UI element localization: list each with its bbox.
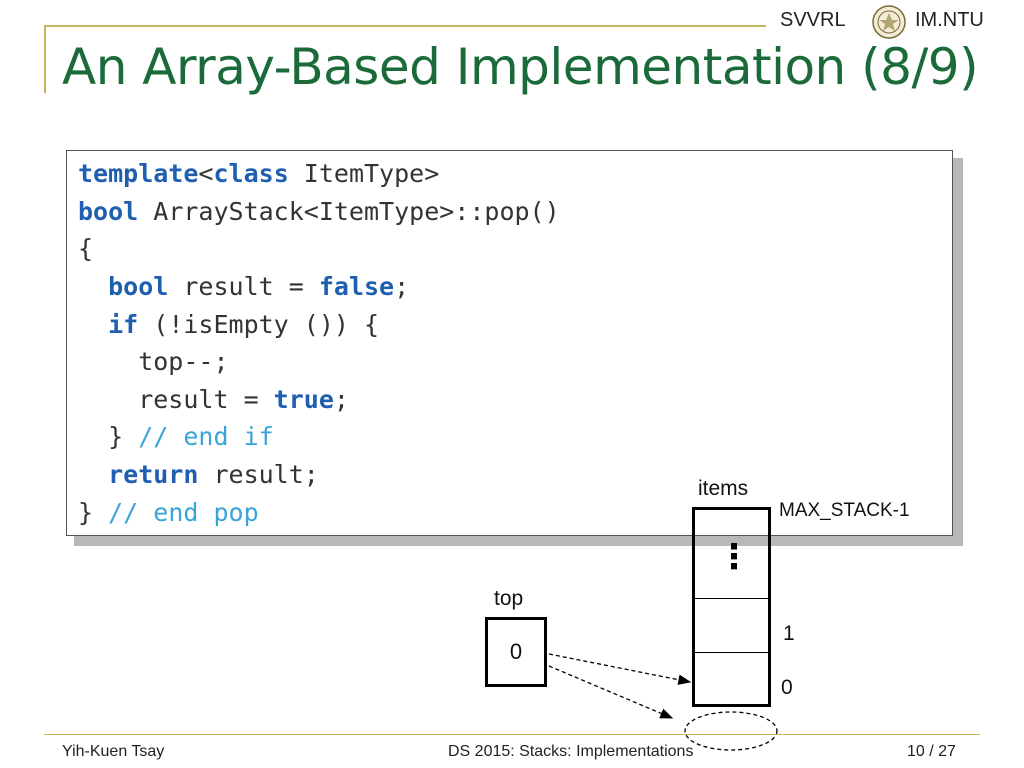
code-keyword: template [78,159,199,188]
arrow-to-index-0 [548,653,692,685]
code-keyword: if [108,310,139,339]
footer-page-number: 10 / 27 [907,743,956,760]
code-keyword: bool [108,272,169,301]
index-0-label: 0 [781,676,793,699]
code-text: ; [394,272,410,301]
footer-course: DS 2015: Stacks: Implementations [448,743,694,760]
code-comment: // end if [138,422,274,451]
code-line: bool result = false; [78,273,409,301]
code-line: return result; [78,461,319,489]
code-keyword: true [273,385,334,414]
code-text: top--; [78,347,229,376]
page-current: 10 [907,743,925,760]
code-text: result = [78,385,274,414]
header-rule [44,25,766,27]
array-divider-1 [692,598,771,599]
code-line: result = true; [78,386,349,414]
code-text: result = [168,272,319,301]
code-line: bool ArrayStack<ItemType>::pop() [78,198,560,226]
ntu-seal-icon [872,5,906,39]
footer-rule [44,734,980,735]
code-comment: // end pop [108,498,259,527]
index-1-label: 1 [783,622,795,645]
code-text: < [198,159,214,188]
code-keyword: bool [78,197,139,226]
code-keyword: class [213,159,289,188]
footer-author: Yih-Kuen Tsay [62,743,165,760]
header-vertical-rule [44,25,46,93]
max-stack-label: MAX_STACK-1 [779,500,910,521]
page-total: 27 [938,743,956,760]
code-line: { [78,235,93,263]
code-text: (!isEmpty ()) { [138,310,380,339]
code-keyword: false [318,272,395,301]
code-line: if (!isEmpty ()) { [78,311,379,339]
code-keyword: return [108,460,199,489]
code-line: } // end if [78,423,274,451]
code-text: result; [198,460,319,489]
code-text: ItemType> [288,159,440,188]
empty-slot-ellipse [684,711,778,751]
code-text: } [78,498,109,527]
brand-svvrl: SVVRL [780,9,846,31]
code-line: template<class ItemType> [78,160,439,188]
ellipsis-icon: ⋮ [717,538,751,576]
code-line: } // end pop [78,499,259,527]
arrow-to-below-bottom [548,665,674,719]
items-array [692,507,771,707]
top-label: top [494,587,524,610]
code-text: } [78,422,139,451]
code-box [66,150,953,536]
code-text: ArrayStack<ItemType>::pop() [138,197,560,226]
brand-imntu: IM.NTU [915,9,984,31]
array-divider-0 [692,652,771,653]
top-value: 0 [509,639,523,664]
items-label: items [698,477,749,500]
code-text: { [78,234,94,263]
top-variable-box: 0 [485,617,547,687]
code-text: ; [333,385,349,414]
code-line: top--; [78,347,229,376]
page-title: An Array-Based Implementation (8/9) [62,38,979,96]
